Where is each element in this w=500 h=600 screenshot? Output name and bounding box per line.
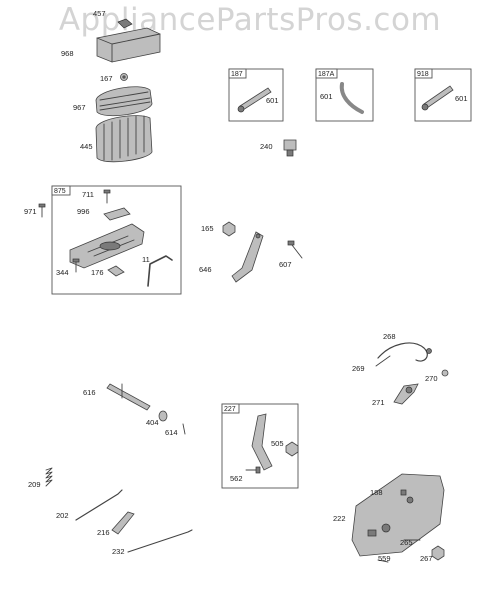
part-268-cable[interactable] bbox=[377, 342, 432, 362]
callout-11: 11 bbox=[142, 255, 150, 264]
callout-971: 971 bbox=[24, 207, 37, 216]
callout-457: 457 bbox=[93, 9, 106, 18]
pre-cleaner-element[interactable] bbox=[95, 86, 153, 117]
base-gasket[interactable] bbox=[103, 207, 131, 221]
part-222-control-bracket[interactable] bbox=[351, 473, 445, 557]
part-232-cable[interactable] bbox=[127, 529, 193, 553]
box-tag-875: 875 bbox=[54, 188, 66, 195]
callout-559: 559 bbox=[378, 554, 391, 563]
callout-968: 968 bbox=[61, 49, 74, 58]
callout-267: 267 bbox=[420, 554, 433, 563]
part-559-screw[interactable] bbox=[377, 559, 389, 563]
air-filter-cartridge[interactable] bbox=[95, 115, 153, 163]
callout-505: 505 bbox=[271, 439, 284, 448]
breather-tube-187a[interactable] bbox=[339, 82, 364, 114]
part-165-nut[interactable] bbox=[222, 221, 236, 237]
callout-711: 711 bbox=[82, 190, 94, 199]
callout-607: 607 bbox=[279, 260, 292, 269]
callout-562: 562 bbox=[230, 474, 243, 483]
breather-tube-918[interactable] bbox=[421, 85, 454, 111]
callout-209: 209 bbox=[28, 480, 41, 489]
callout-167: 167 bbox=[100, 74, 113, 83]
callout-601-a: 601 bbox=[266, 96, 279, 105]
callout-996: 996 bbox=[77, 207, 90, 216]
callout-614: 614 bbox=[165, 428, 178, 437]
callout-176: 176 bbox=[91, 268, 104, 277]
breather-tube-187[interactable] bbox=[237, 87, 272, 113]
box-tag-227: 227 bbox=[224, 406, 236, 413]
callout-216: 216 bbox=[97, 528, 110, 537]
part-562-screw[interactable] bbox=[245, 466, 261, 474]
part-227-lever[interactable] bbox=[251, 413, 273, 471]
part-188-screw[interactable] bbox=[400, 489, 407, 496]
callout-222: 222 bbox=[333, 514, 346, 523]
callout-202: 202 bbox=[56, 511, 69, 520]
callout-404: 404 bbox=[146, 418, 159, 427]
box-tag-187: 187 bbox=[231, 71, 243, 78]
part-202-link[interactable] bbox=[75, 489, 123, 521]
part-614-pin[interactable] bbox=[182, 423, 186, 435]
callout-165: 165 bbox=[201, 224, 214, 233]
part-209-spring[interactable] bbox=[45, 467, 53, 487]
box-tag-187a: 187A bbox=[318, 71, 335, 78]
callout-601-b: 601 bbox=[320, 92, 333, 101]
callout-616: 616 bbox=[83, 388, 96, 397]
air-cleaner-base[interactable] bbox=[69, 223, 145, 269]
callout-268: 268 bbox=[383, 332, 396, 341]
part-404-bushing[interactable] bbox=[158, 410, 168, 422]
part-269-spring[interactable] bbox=[375, 355, 391, 367]
callout-240: 240 bbox=[260, 142, 273, 151]
callout-270: 270 bbox=[425, 374, 438, 383]
part-607-screw[interactable] bbox=[287, 240, 303, 259]
part-971-screw[interactable] bbox=[38, 203, 46, 218]
air-cleaner-cover[interactable] bbox=[96, 18, 161, 63]
callout-967: 967 bbox=[73, 103, 86, 112]
part-267-nut[interactable] bbox=[431, 545, 445, 561]
box-918: 918 601 bbox=[414, 68, 472, 122]
base-seal[interactable] bbox=[107, 265, 125, 277]
callout-344: 344 bbox=[56, 268, 69, 277]
callout-445: 445 bbox=[80, 142, 93, 151]
part-216-bracket[interactable] bbox=[111, 511, 135, 535]
base-screw[interactable] bbox=[103, 189, 111, 204]
part-646-governor-lever[interactable] bbox=[231, 231, 264, 283]
part-240-grommet[interactable] bbox=[283, 139, 297, 157]
callout-271: 271 bbox=[372, 398, 385, 407]
choke-link[interactable] bbox=[147, 255, 173, 287]
callout-646: 646 bbox=[199, 265, 212, 274]
callout-232: 232 bbox=[112, 547, 125, 556]
part-505-nut[interactable] bbox=[285, 441, 299, 457]
box-187: 187 601 bbox=[228, 68, 284, 122]
callout-188: 188 bbox=[370, 488, 383, 497]
part-270-clip[interactable] bbox=[441, 369, 449, 377]
part-271-bracket[interactable] bbox=[393, 383, 419, 405]
box-187a: 187A 601 bbox=[315, 68, 374, 122]
part-616-shaft[interactable] bbox=[106, 383, 151, 411]
base-bolt[interactable] bbox=[72, 258, 80, 273]
callout-601-c: 601 bbox=[455, 94, 468, 103]
box-tag-918: 918 bbox=[417, 71, 429, 78]
cover-knob[interactable] bbox=[120, 73, 128, 81]
callout-269: 269 bbox=[352, 364, 365, 373]
callout-265: 265 bbox=[400, 538, 413, 547]
